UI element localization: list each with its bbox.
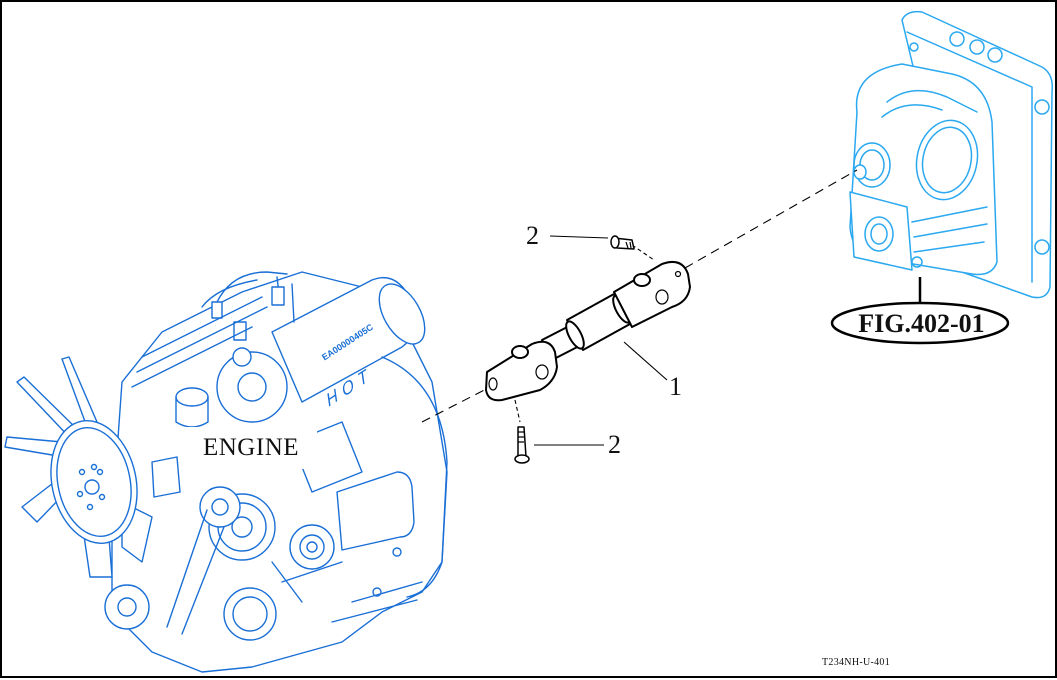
centerline-lower-bolt xyxy=(514,399,521,423)
fan-illustration xyxy=(4,356,153,578)
centerline-shaft-to-pump xyxy=(684,169,858,269)
leader-callout-1 xyxy=(623,341,668,381)
engine-label-background xyxy=(185,427,317,469)
pump-gearbox-illustration xyxy=(849,10,1054,299)
callout-2-upper-bolt: 2 xyxy=(526,221,539,250)
callout-1-drive-shaft: 1 xyxy=(669,372,682,401)
engine-label: ENGINE xyxy=(202,434,300,461)
centerline-engine-to-shaft xyxy=(421,384,495,423)
callout-2-lower-bolt: 2 xyxy=(608,430,621,459)
drawing-id: T234NH-U-401 xyxy=(822,657,891,668)
figure-reference-link[interactable]: FIG.402-01 xyxy=(858,309,985,338)
drive-shaft-illustration xyxy=(485,235,691,464)
engine-illustration xyxy=(104,271,448,673)
figure-reference-oval xyxy=(830,301,1010,345)
centerline-upper-bolt xyxy=(631,244,655,261)
leader-callout-2-upper xyxy=(549,235,609,239)
